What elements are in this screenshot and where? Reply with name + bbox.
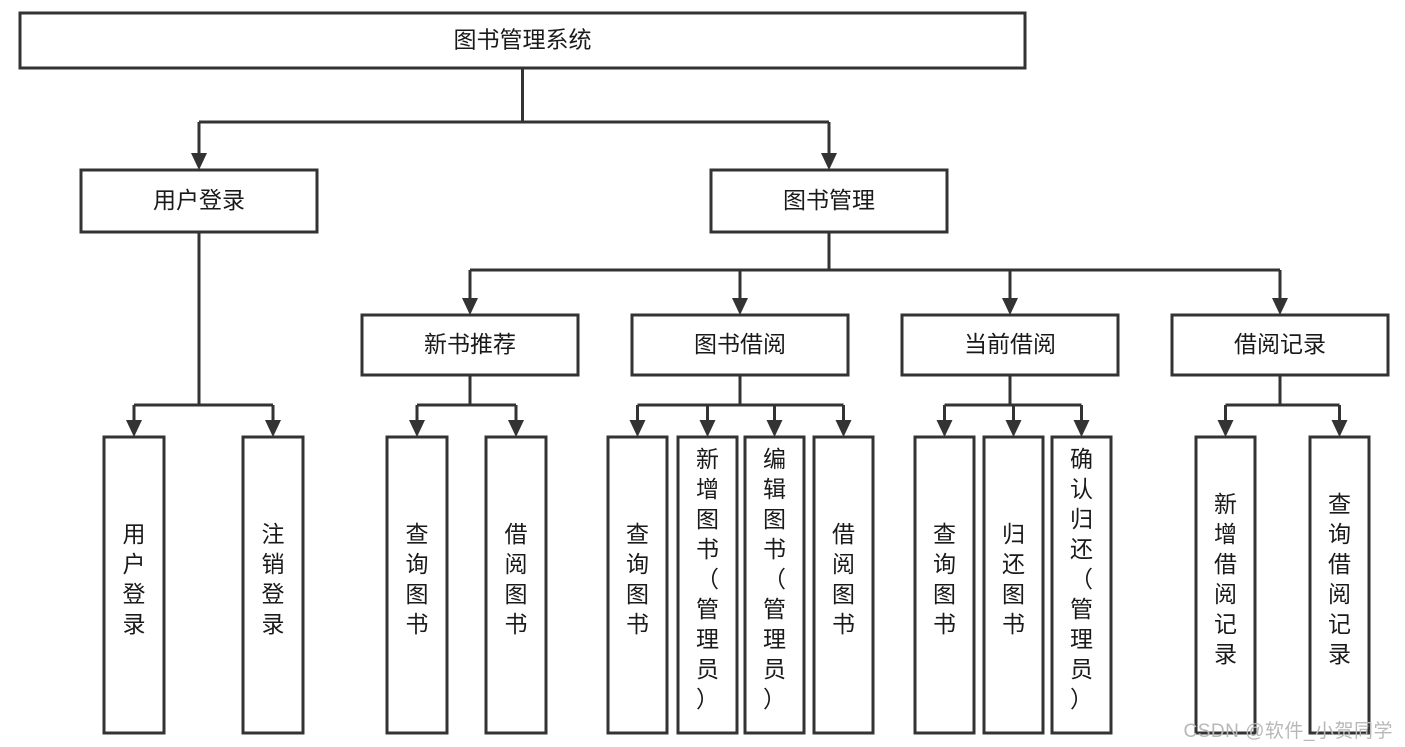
node-box-borrow-records — [1170, 313, 1390, 377]
node-box-leaf-add-borrow-record — [1194, 435, 1257, 735]
arrow-head-leaf-confirm-return-admin — [1073, 420, 1090, 437]
arrow-head-book-manage — [821, 153, 837, 170]
node-box-leaf-confirm-return-admin — [1050, 435, 1113, 735]
node-new-book-recommend[interactable]: 新书推荐 — [360, 313, 580, 377]
node-leaf-query-borrow-record[interactable]: 查询借阅记录 — [1308, 435, 1371, 735]
node-box-leaf-borrow-book — [812, 435, 875, 735]
arrow-head-new-book-recommend — [462, 298, 478, 315]
node-box-leaf-query-borrow-record — [1308, 435, 1371, 735]
node-label-leaf-query-book-current: 查询图书 — [933, 521, 956, 637]
arrow-head-leaf-borrow-book-rec — [508, 420, 524, 437]
arrow-head-current-borrow — [1002, 298, 1018, 315]
node-label-leaf-edit-book-admin: 编辑图书（管理员） — [763, 446, 786, 712]
arrow-head-leaf-query-book-rec — [409, 420, 425, 437]
node-leaf-query-book-borrow[interactable]: 查询图书 — [606, 435, 669, 735]
node-label-leaf-query-borrow-record: 查询借阅记录 — [1328, 491, 1351, 667]
arrow-head-leaf-return-book — [1005, 420, 1022, 437]
node-leaf-return-book[interactable]: 归还图书 — [982, 435, 1045, 735]
node-user-login[interactable]: 用户登录 — [79, 168, 319, 234]
arrow-head-leaf-user-logout — [265, 420, 281, 437]
node-box-current-borrow — [900, 313, 1120, 377]
node-leaf-confirm-return-admin[interactable]: 确认归还（管理员） — [1050, 435, 1113, 735]
arrow-head-borrow-records — [1272, 298, 1288, 315]
node-box-new-book-recommend — [360, 313, 580, 377]
arrow-head-leaf-query-borrow-record — [1331, 420, 1348, 437]
node-label-leaf-user-logout: 注销登录 — [262, 521, 285, 637]
node-box-root — [18, 11, 1027, 70]
arrow-head-leaf-query-book-current — [936, 420, 953, 437]
node-box-user-login — [79, 168, 319, 234]
node-label-book-borrow: 图书借阅 — [694, 331, 786, 357]
node-label-leaf-user-login: 用户登录 — [123, 521, 146, 637]
node-label-leaf-confirm-return-admin: 确认归还（管理员） — [1070, 446, 1093, 712]
node-label-current-borrow: 当前借阅 — [964, 331, 1056, 357]
node-label-leaf-add-book-admin: 新增图书（管理员） — [696, 446, 719, 712]
node-leaf-borrow-book-rec[interactable]: 借阅图书 — [484, 435, 548, 735]
node-box-leaf-user-login — [102, 435, 166, 735]
connector-edges-layer — [126, 68, 1348, 437]
arrow-head-leaf-user-login — [126, 420, 142, 437]
csdn-watermark: CSDN @软件_小贺同学 — [1183, 721, 1393, 742]
arrow-head-leaf-query-book-borrow — [629, 420, 646, 437]
node-box-leaf-add-book-admin — [676, 435, 739, 735]
node-label-borrow-records: 借阅记录 — [1234, 331, 1326, 357]
arrow-head-book-borrow — [732, 298, 748, 315]
node-label-leaf-add-borrow-record: 新增借阅记录 — [1214, 491, 1237, 667]
node-label-user-login: 用户登录 — [153, 187, 245, 213]
node-leaf-user-login[interactable]: 用户登录 — [102, 435, 166, 735]
node-leaf-borrow-book[interactable]: 借阅图书 — [812, 435, 875, 735]
arrow-head-leaf-add-borrow-record — [1217, 420, 1234, 437]
node-box-leaf-edit-book-admin — [743, 435, 806, 735]
node-box-leaf-query-book-borrow — [606, 435, 669, 735]
node-leaf-add-borrow-record[interactable]: 新增借阅记录 — [1194, 435, 1257, 735]
node-box-leaf-query-book-rec — [385, 435, 449, 735]
node-book-borrow[interactable]: 图书借阅 — [630, 313, 850, 377]
diagram-nodes-layer: 图书管理系统用户登录图书管理新书推荐图书借阅当前借阅借阅记录用户登录注销登录查询… — [18, 11, 1390, 735]
node-leaf-query-book-rec[interactable]: 查询图书 — [385, 435, 449, 735]
node-root[interactable]: 图书管理系统 — [18, 11, 1027, 70]
node-box-book-manage — [709, 168, 949, 234]
node-book-manage[interactable]: 图书管理 — [709, 168, 949, 234]
node-box-leaf-borrow-book-rec — [484, 435, 548, 735]
node-label-root: 图书管理系统 — [454, 27, 592, 53]
arrow-head-leaf-add-book-admin — [699, 420, 716, 437]
node-label-leaf-query-book-rec: 查询图书 — [406, 521, 429, 637]
node-box-leaf-user-logout — [241, 435, 305, 735]
node-leaf-query-book-current[interactable]: 查询图书 — [913, 435, 976, 735]
node-current-borrow[interactable]: 当前借阅 — [900, 313, 1120, 377]
node-box-leaf-query-book-current — [913, 435, 976, 735]
node-box-book-borrow — [630, 313, 850, 377]
node-leaf-edit-book-admin[interactable]: 编辑图书（管理员） — [743, 435, 806, 735]
node-label-leaf-return-book: 归还图书 — [1002, 521, 1025, 637]
node-borrow-records[interactable]: 借阅记录 — [1170, 313, 1390, 377]
node-leaf-add-book-admin[interactable]: 新增图书（管理员） — [676, 435, 739, 735]
node-label-new-book-recommend: 新书推荐 — [424, 331, 516, 357]
arrow-head-leaf-edit-book-admin — [766, 420, 783, 437]
arrow-head-user-login — [191, 153, 207, 170]
node-label-leaf-borrow-book: 借阅图书 — [832, 521, 855, 637]
arrow-head-leaf-borrow-book — [835, 420, 852, 437]
node-box-leaf-return-book — [982, 435, 1045, 735]
node-leaf-user-logout[interactable]: 注销登录 — [241, 435, 305, 735]
node-label-leaf-borrow-book-rec: 借阅图书 — [505, 521, 528, 637]
node-label-book-manage: 图书管理 — [783, 187, 875, 213]
node-label-leaf-query-book-borrow: 查询图书 — [626, 521, 649, 637]
